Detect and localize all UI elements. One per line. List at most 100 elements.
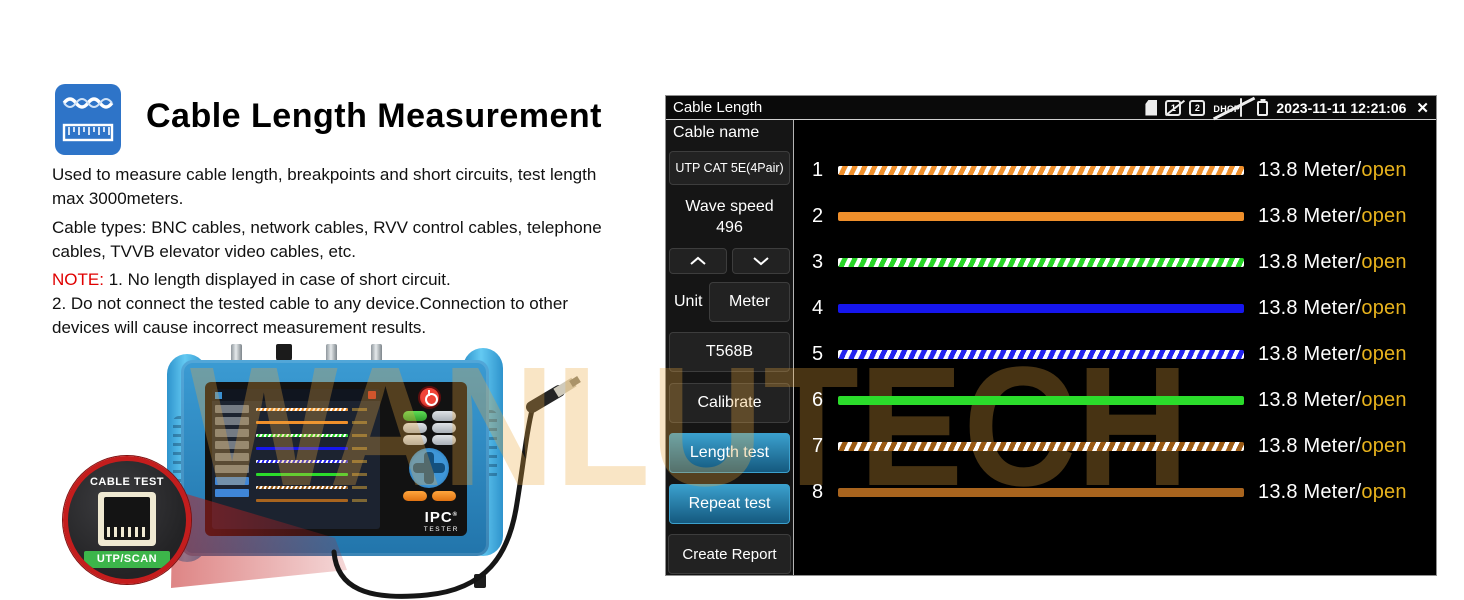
cable-pair-line [838,349,1244,359]
inset-title: CABLE TEST [89,476,165,488]
utp-scan-label: UTP/SCAN [84,551,170,568]
pair-status: open [1361,296,1407,319]
create-report-button[interactable]: Create Report [668,534,791,574]
unit-label: Unit [674,293,703,310]
pair-number: 2 [812,204,824,227]
chevron-down-icon [753,257,769,266]
mini-app-icon [215,392,222,399]
pair-number: 4 [812,296,824,319]
cable-pair-row: 4 13.8 Meter/open [794,285,1436,331]
unit-button[interactable]: Meter [709,282,790,322]
dpad-icon [409,448,449,488]
pair-length: 13.8 Meter/ [1258,250,1362,273]
chevron-up-icon [690,256,706,265]
pair-number: 6 [812,388,824,411]
pair-result: 13.8 Meter/open [1258,205,1407,228]
screen-title: Cable Length [673,99,763,116]
cable-pair-line [838,487,1244,497]
pair-status: open [1361,434,1407,457]
power-button-icon [417,386,441,409]
cable-length-feature-icon [55,84,121,155]
mini-cable-rows [256,408,367,502]
note-label: NOTE: [52,270,104,289]
pair-number: 8 [812,480,824,503]
note-line-1: 1. No length displayed in case of short … [108,270,451,289]
wave-speed-up-button[interactable] [669,248,727,274]
wave-speed-down-button[interactable] [732,248,790,274]
tester-device-illustration: IPC® TESTER CABLE TEST UTP/SCAN [35,338,675,600]
cable-pair-line [838,303,1244,313]
bnc-connector [231,344,242,362]
port2-icon: 2 [1189,99,1206,116]
pair-result: 13.8 Meter/open [1258,251,1407,274]
cable-test-port-inset: CABLE TEST UTP/SCAN [63,456,191,584]
intro-paragraph-2: Cable types: BNC cables, network cables,… [52,218,602,261]
wiring-standard-button[interactable]: T568B [669,332,790,372]
cable-pair-line [838,211,1244,221]
note-line-2: 2. Do not connect the tested cable to an… [52,294,569,337]
cable-pair-row: 1 13.8 Meter/open [794,147,1436,193]
titlebar: Cable Length 1 2 DHCP 2023-11-11 12:21:0… [666,96,1436,120]
pair-status: open [1361,480,1407,503]
sidebar: Cable name UTP CAT 5E(4Pair) Wave speed … [666,120,794,575]
note-paragraph: NOTE: 1. No length displayed in case of … [52,268,617,340]
repeat-test-button[interactable]: Repeat test [669,484,790,524]
datetime: 2023-11-11 12:21:06 [1276,99,1407,116]
pair-status: open [1361,342,1407,365]
status-icons: 1 2 DHCP 2023-11-11 12:21:06 ✕ [1145,97,1429,117]
calibrate-button[interactable]: Calibrate [669,383,790,423]
pair-status: open [1361,250,1407,273]
pair-number: 7 [812,434,824,457]
cable-pair-line [838,441,1244,451]
cable-results-area: 1 13.8 Meter/open 2 13.8 Meter/open 3 13… [794,120,1436,575]
device-front-panel: IPC® TESTER [205,382,467,536]
pair-status: open [1361,204,1407,227]
port1-icon: 1 [1165,99,1182,116]
pair-number: 1 [812,158,824,181]
cable-type-button[interactable]: UTP CAT 5E(4Pair) [669,151,790,185]
pair-result: 13.8 Meter/open [1258,159,1407,182]
cable-ruler-icon [62,96,114,141]
cable-pair-row: 8 13.8 Meter/open [794,469,1436,515]
pair-status: open [1361,158,1407,181]
pair-result: 13.8 Meter/open [1258,389,1407,412]
pair-length: 13.8 Meter/ [1258,204,1362,227]
pair-length: 13.8 Meter/ [1258,434,1362,457]
pair-length: 13.8 Meter/ [1258,388,1362,411]
magnifier-beam [171,490,347,588]
battery-icon [1257,101,1269,116]
bnc-connectors [231,344,451,362]
intro-paragraph-1: Used to measure cable length, breakpoint… [52,165,597,208]
dhcp-icon: DHCP [1213,97,1249,117]
cable-pair-line [838,395,1244,405]
pair-result: 13.8 Meter/open [1258,481,1407,504]
pair-result: 13.8 Meter/open [1258,343,1407,366]
cable-pair-row: 2 13.8 Meter/open [794,193,1436,239]
pair-number: 3 [812,250,824,273]
cable-pair-row: 5 13.8 Meter/open [794,331,1436,377]
page-title: Cable Length Measurement [146,97,602,135]
mini-titlebar [212,389,380,401]
mini-sidebar [215,405,249,497]
bnc-connector [371,344,382,362]
pair-length: 13.8 Meter/ [1258,296,1362,319]
wave-speed-value: 496 [716,219,743,236]
mini-close-icon [368,391,376,399]
wave-speed-label: Wave speed 496 [666,196,793,238]
cable-pair-row: 3 13.8 Meter/open [794,239,1436,285]
pair-length: 13.8 Meter/ [1258,480,1362,503]
pair-length: 13.8 Meter/ [1258,342,1362,365]
length-test-button[interactable]: Length test [669,433,790,473]
cable-name-label: Cable name [673,124,760,141]
pair-result: 13.8 Meter/open [1258,297,1407,320]
device-mini-screen [212,389,380,529]
tester-screenshot: Cable Length 1 2 DHCP 2023-11-11 12:21:0… [665,95,1437,576]
pair-number: 5 [812,342,824,365]
device-buttons [396,386,462,501]
rj45-jack-icon [98,492,156,546]
close-icon[interactable]: ✕ [1416,99,1429,117]
bnc-connector [326,344,337,362]
cable-pair-row: 7 13.8 Meter/open [794,423,1436,469]
cable-pair-line [838,165,1244,175]
pair-length: 13.8 Meter/ [1258,158,1362,181]
